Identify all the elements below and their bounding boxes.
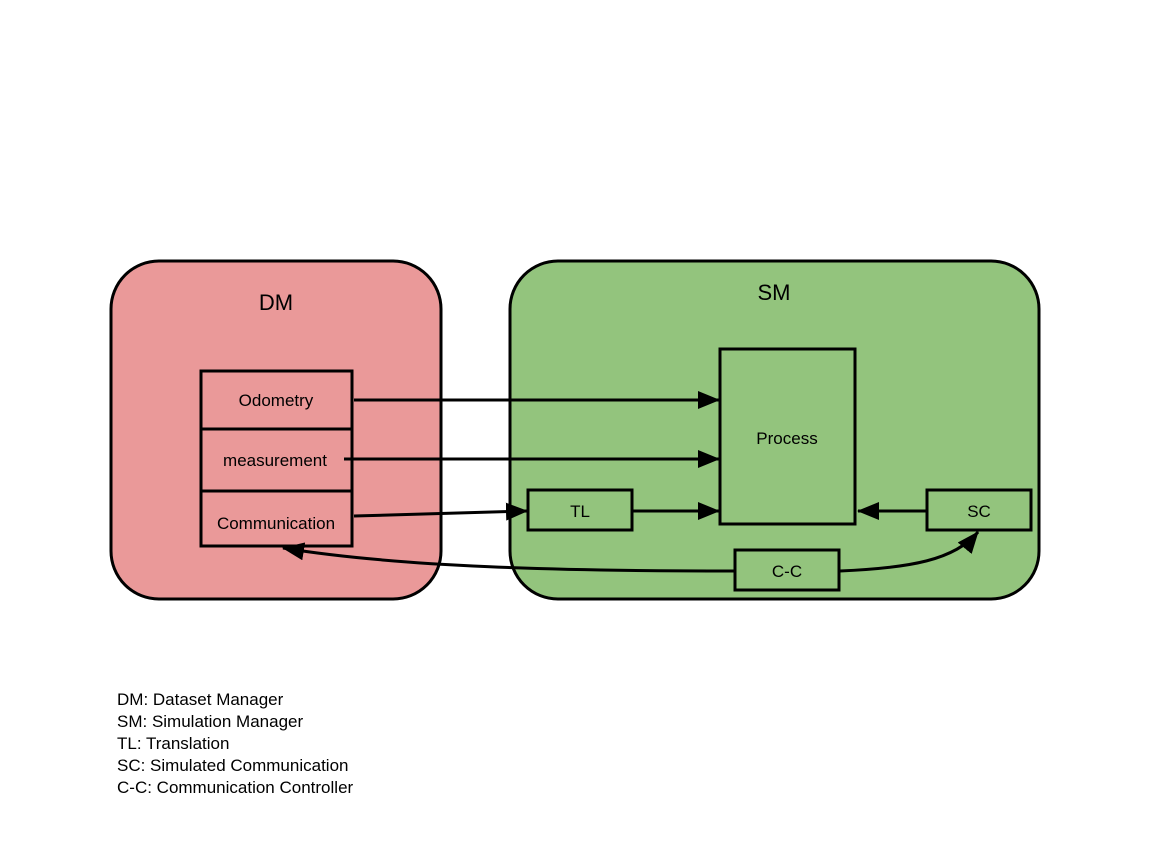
process-node	[718, 347, 857, 526]
communication-node	[199, 489, 354, 548]
process-label: Process	[756, 429, 817, 448]
legend-item-dm: DM: Dataset Manager	[117, 690, 284, 709]
tl-label: TL	[570, 502, 590, 521]
legend-item-tl: TL: Translation	[117, 734, 230, 753]
tl-node	[526, 488, 634, 532]
legend: DM: Dataset Manager SM: Simulation Manag…	[117, 689, 353, 799]
legend-item-sc: SC: Simulated Communication	[117, 756, 349, 775]
communication-label: Communication	[217, 514, 335, 533]
sc-node	[925, 488, 1033, 532]
cc-node	[733, 548, 841, 592]
sm-group-title: SM	[758, 280, 791, 305]
odometry-node	[199, 369, 354, 431]
legend-item-sm: SM: Simulation Manager	[117, 712, 304, 731]
measurement-label: measurement	[223, 451, 327, 470]
edge-cc-to-communication	[282, 542, 736, 573]
sc-label: SC	[967, 502, 991, 521]
edge-cc-to-sc	[839, 531, 980, 573]
dm-group-title: DM	[259, 290, 293, 315]
edge-communication-to-tl	[353, 502, 528, 521]
legend-item-cc: C-C: Communication Controller	[117, 778, 354, 797]
odometry-label: Odometry	[239, 391, 314, 410]
cc-label: C-C	[772, 562, 802, 581]
